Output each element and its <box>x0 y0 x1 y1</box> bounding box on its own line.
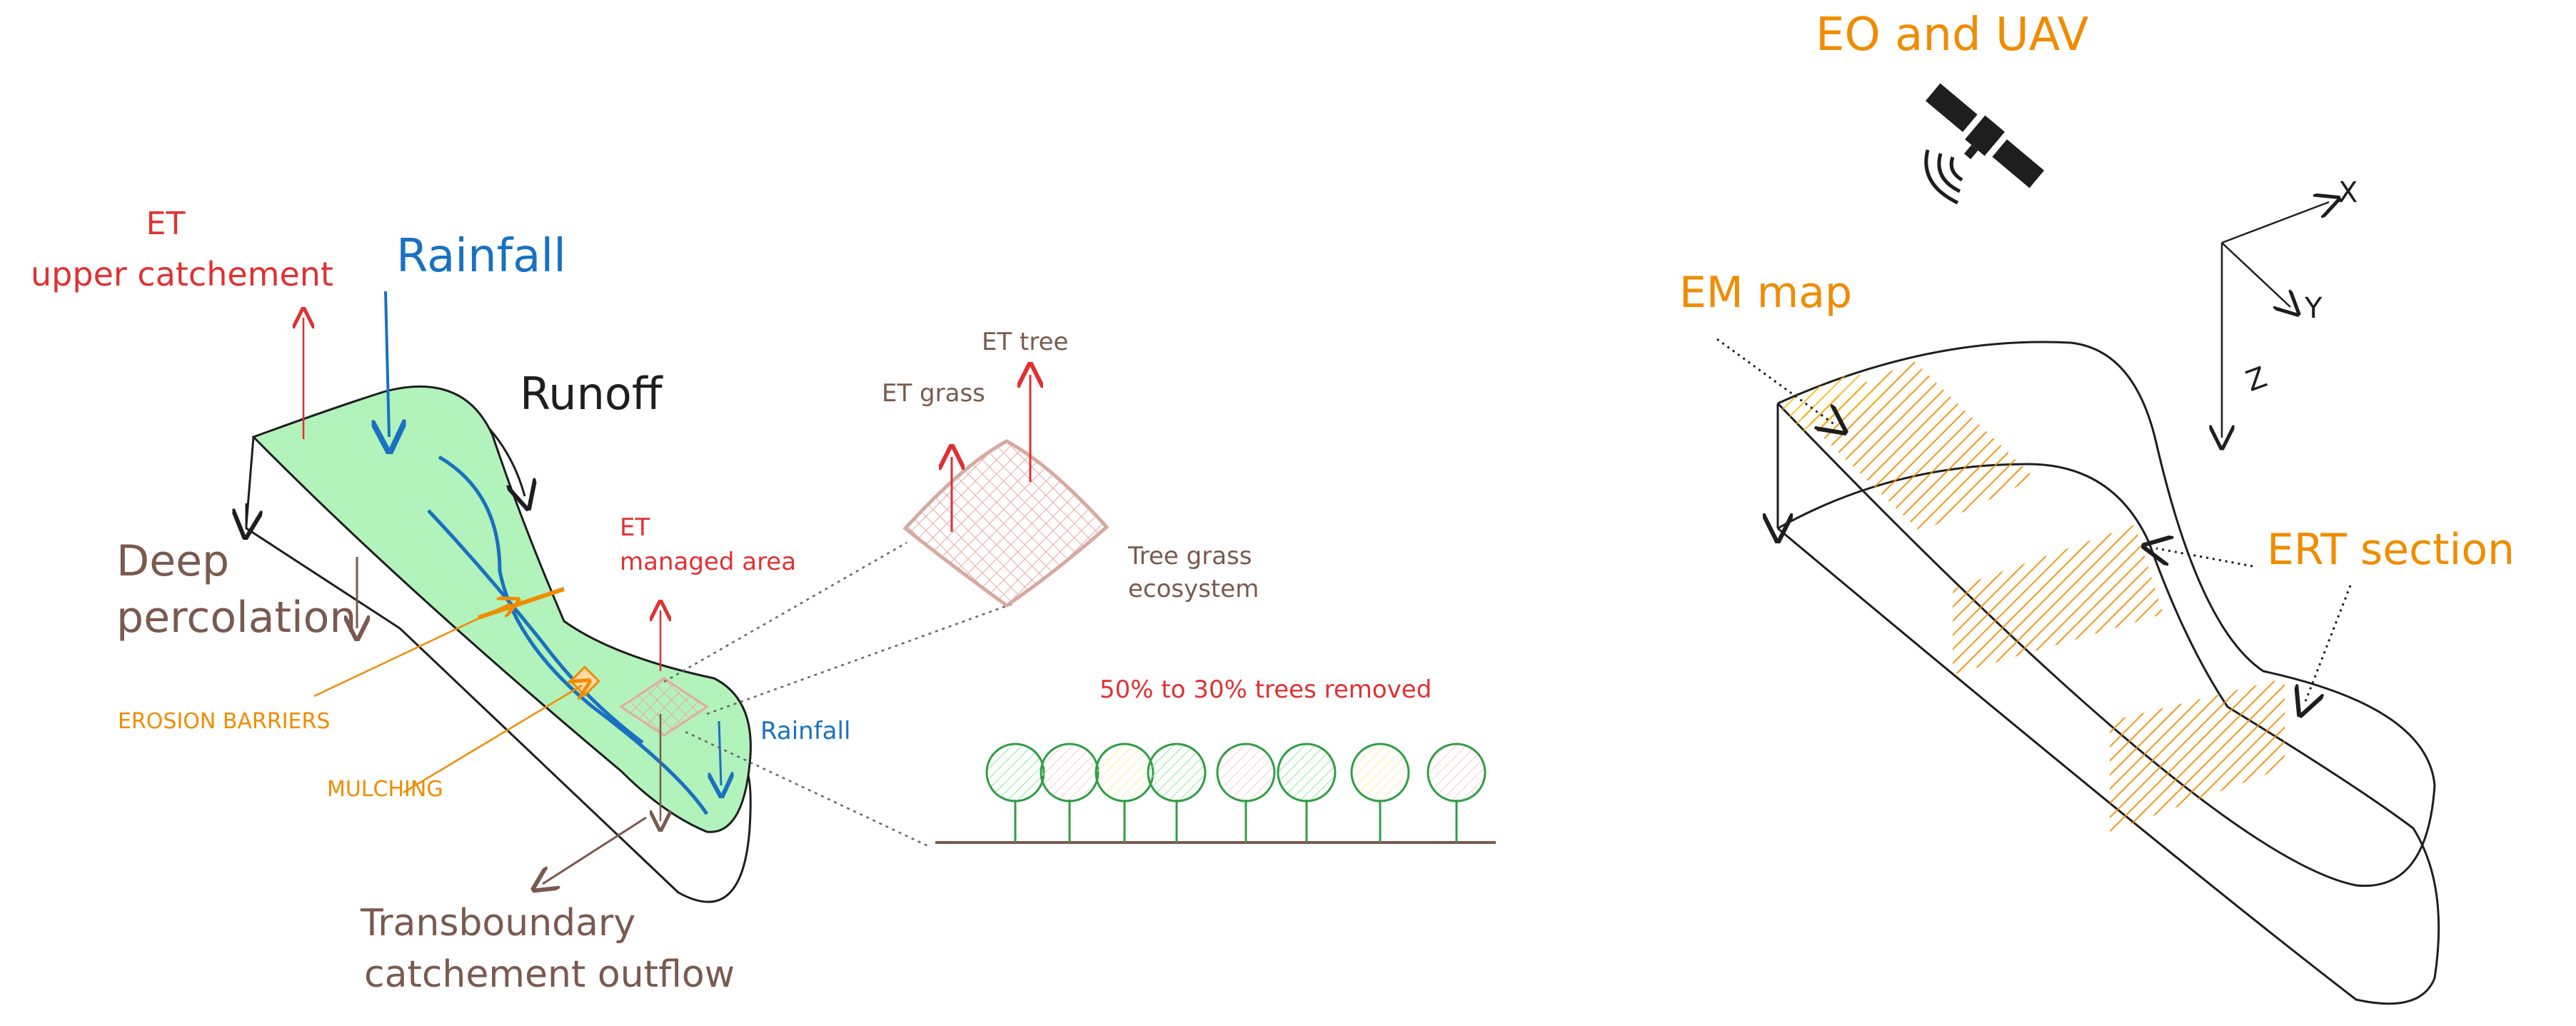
runoff-arrow <box>488 428 525 496</box>
outflow-label-line2: catchement outflow <box>364 953 735 996</box>
catchment-side-edge <box>246 436 253 525</box>
ert-section-label: ERT section <box>2267 525 2515 575</box>
rainfall-main-arrow <box>386 291 389 437</box>
et-upper-label-line1: ET <box>146 206 186 242</box>
signal-waves-icon <box>1924 149 1963 205</box>
et-grass-label: ET grass <box>882 379 985 408</box>
stream-secondary <box>427 509 644 744</box>
managed-area-patch <box>619 677 709 737</box>
ert-section-1 <box>1953 525 2163 675</box>
et-upper-label-line2: upper catchement <box>31 255 333 293</box>
axis-x-label: X <box>2338 176 2358 209</box>
axis-z-label: Z <box>2242 361 2271 398</box>
survey-areas <box>1778 361 2285 832</box>
et-managed-label-line2: managed area <box>620 548 796 576</box>
surface-lower-outline <box>1777 463 2440 1005</box>
rainfall-small-label: Rainfall <box>760 717 850 745</box>
deep-label-line2: percolation <box>116 593 356 643</box>
surface-top-outline <box>1776 341 2436 887</box>
catchment-base-outline <box>245 503 752 903</box>
em-map-pointer <box>1716 338 1835 425</box>
tree-2 <box>1040 743 1100 843</box>
ert-section-2 <box>2110 678 2285 832</box>
deep-label-line1: Deep <box>116 536 229 586</box>
subsurface-block <box>1776 341 2440 1005</box>
et-tree-label: ET tree <box>982 328 1068 356</box>
tree-row <box>935 743 1496 844</box>
mulching-label: MULCHING <box>327 777 443 802</box>
ecosystem-label-line1: Tree grass <box>1127 542 1252 570</box>
satellite-icon <box>1925 83 2045 188</box>
tree-5 <box>1216 743 1276 843</box>
mulching-pointer <box>403 685 582 794</box>
rainfall-small-arrow <box>719 720 721 785</box>
axis-indicator: X Y Z <box>2222 176 2358 438</box>
ert-pointer-2 <box>2305 585 2352 703</box>
ecosystem-label-line2: ecosystem <box>1128 575 1259 603</box>
tree-6 <box>1277 743 1337 843</box>
outflow-label-line1: Transboundary <box>360 902 635 945</box>
et-managed-label-line1: ET <box>620 513 650 542</box>
axis-y-label: Y <box>2304 292 2323 325</box>
ert-pointer-1 <box>2156 548 2253 568</box>
erosion-barriers-label: EROSION BARRIERS <box>118 709 330 734</box>
tree-7 <box>1350 743 1410 843</box>
tree-1 <box>985 743 1045 843</box>
rainfall-main-label: Rainfall <box>396 230 566 283</box>
runoff-label: Runoff <box>520 368 663 420</box>
stream-main <box>438 455 709 815</box>
zoom-connectors <box>663 541 1015 848</box>
outflow-arrow <box>543 816 647 884</box>
tree-8 <box>1427 743 1486 843</box>
eo-uav-label: EO and UAV <box>1816 9 2088 61</box>
catchment-block <box>245 385 752 903</box>
em-map-label: EM map <box>1679 268 1852 318</box>
em-map-area-yellow <box>1778 371 1885 436</box>
tree-3 <box>1095 743 1154 843</box>
tree-grass-ecosystem-patch <box>902 439 1110 608</box>
erosion-barrier-pointer <box>313 603 510 698</box>
tree-4 <box>1147 743 1207 843</box>
trees-removed-label: 50% to 30% trees removed <box>1100 675 1432 704</box>
